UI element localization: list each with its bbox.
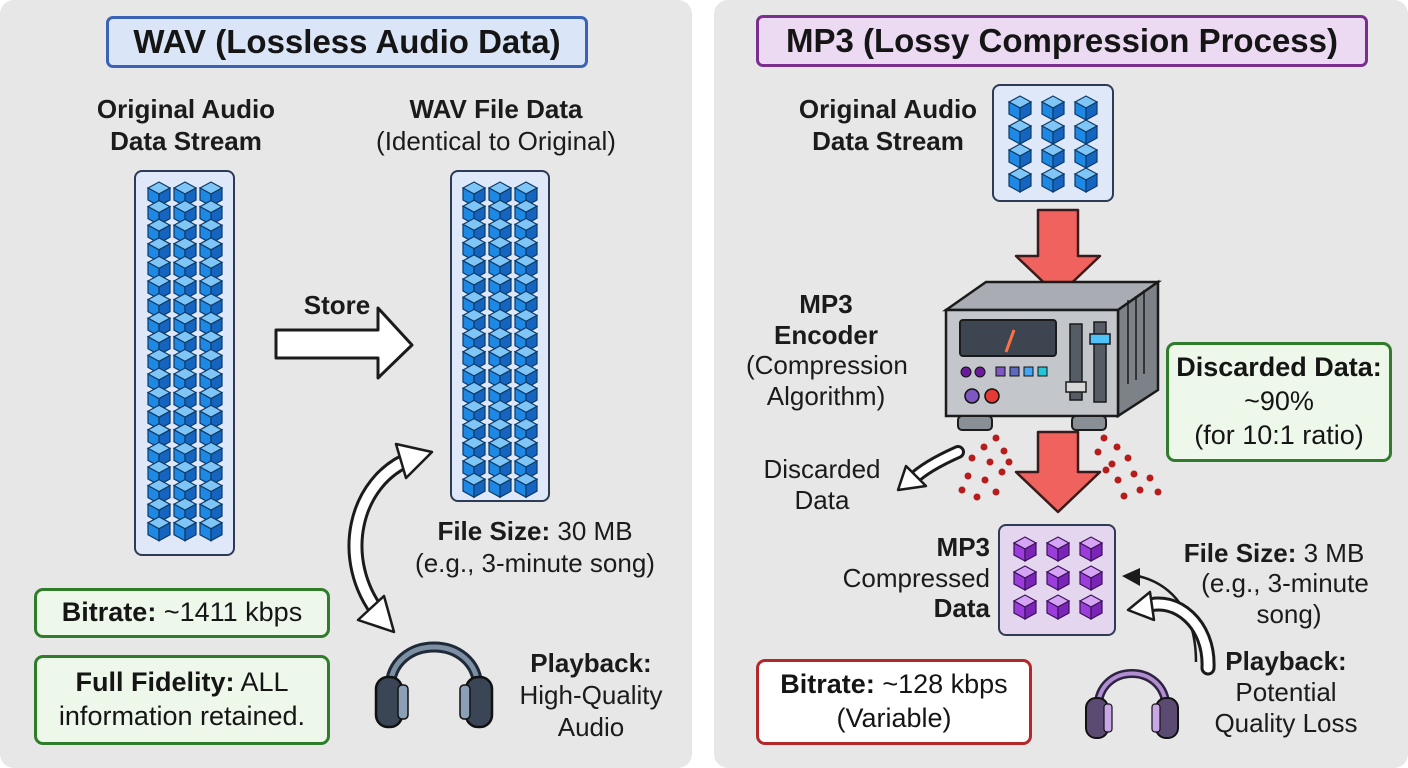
cube-icon	[1079, 594, 1103, 620]
cube-icon	[1008, 95, 1032, 121]
cube-icon	[147, 516, 171, 542]
discarded-dots	[958, 434, 1162, 501]
cube-icon	[1013, 594, 1037, 620]
cube-icon	[1041, 143, 1065, 169]
cube-icon	[1079, 565, 1103, 591]
cube-icon	[1074, 143, 1098, 169]
mp3-bitrate-box: Bitrate: ~128 kbps (Variable)	[756, 659, 1032, 745]
cube-icon	[1046, 565, 1070, 591]
cube-icon	[1008, 119, 1032, 145]
cube-icon	[1013, 536, 1037, 562]
curved-arrow-icon	[1122, 568, 1216, 676]
mp3-compressed-cubes	[1013, 536, 1103, 620]
cube-icon	[1074, 119, 1098, 145]
discarded-data-box: Discarded Data: ~90% (for 10:1 ratio)	[1166, 342, 1392, 462]
mp3-title: MP3 (Lossy Compression Process)	[756, 15, 1368, 67]
cube-icon	[1074, 95, 1098, 121]
original-stream-cubes	[147, 181, 223, 542]
cube-icon	[514, 472, 538, 498]
wav-file-size: File Size: 30 MB (e.g., 3-minute song)	[415, 516, 655, 578]
curved-arrow-icon	[347, 442, 434, 634]
encoder-device-icon	[942, 279, 1162, 431]
curved-arrow-icon	[896, 445, 965, 492]
cube-icon	[1046, 536, 1070, 562]
mp3-compressed-label: MP3 Compressed Data	[842, 532, 990, 624]
cube-icon	[1041, 167, 1065, 193]
mp3-source-cubes	[1008, 95, 1098, 193]
mp3-playback-label: Playback: Potential Quality Loss	[1214, 646, 1358, 739]
wav-fidelity-box: Full Fidelity: ALL information retained.	[34, 655, 330, 745]
arrow-down-icon	[1014, 208, 1102, 298]
headphones-icon	[374, 641, 494, 729]
wav-file-cubes	[462, 181, 538, 498]
wav-bitrate-box: Bitrate: ~1411 kbps	[34, 588, 330, 638]
arrow-down-icon	[1014, 430, 1102, 514]
cube-icon	[1008, 167, 1032, 193]
wav-dest-label: WAV File Data(Identical to Original)	[376, 94, 616, 156]
cube-icon	[173, 516, 197, 542]
cube-icon	[1041, 95, 1065, 121]
cube-icon	[1008, 143, 1032, 169]
arrow-right-icon	[274, 306, 414, 380]
cube-icon	[1041, 119, 1065, 145]
cube-icon	[1046, 594, 1070, 620]
cube-icon	[488, 472, 512, 498]
wav-title: WAV (Lossless Audio Data)	[106, 16, 588, 68]
mp3-encoder-label: MP3 Encoder (Compression Algorithm)	[746, 289, 908, 412]
headphones-icon	[1085, 669, 1179, 739]
mp3-file-size: File Size: 3 MB (e.g., 3-minute song)	[1183, 538, 1369, 629]
wav-playback-label: Playback: High-Quality Audio	[519, 648, 663, 743]
discarded-data-label: Discarded Data	[763, 454, 881, 515]
cube-icon	[1079, 536, 1103, 562]
cube-icon	[1013, 565, 1037, 591]
cube-icon	[1074, 167, 1098, 193]
store-label: Store	[303, 290, 371, 320]
wav-panel	[0, 0, 692, 768]
cube-icon	[199, 516, 223, 542]
cube-icon	[462, 472, 486, 498]
